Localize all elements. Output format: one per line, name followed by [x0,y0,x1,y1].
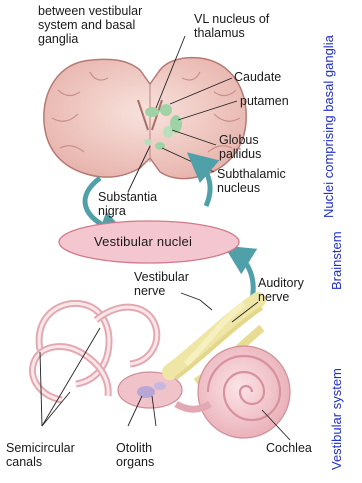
brain-section-illustration [44,58,246,179]
label-vl-nucleus: VL nucleus of thalamus [194,12,294,40]
side-label-brainstem: Brainstem [330,231,344,290]
label-globus-pallidus: Globus pallidus [219,133,279,161]
label-putamen: putamen [240,94,289,108]
label-substantia-nigra: Substantia nigra [98,190,168,218]
label-caudate: Caudate [234,70,281,84]
label-otolith-organs: Otolith organs [116,441,166,469]
label-auditory-nerve: Auditory nerve [258,276,318,304]
label-semicircular-canals: Semicircular canals [6,441,106,469]
side-label-vestibular-system: Vestibular system [330,368,344,470]
label-subthalamic-nucleus: Subthalamic nucleus [217,167,297,195]
label-vestibular-nerve: Vestibular nerve [134,270,204,298]
label-cochlea: Cochlea [266,441,312,455]
label-vestibular-nuclei: Vestibular nuclei [94,234,192,249]
side-label-nuclei: Nuclei comprising basal ganglia [322,35,336,218]
inner-ear-illustration [32,300,290,438]
header-caption: between vestibular system and basal gang… [38,4,173,46]
